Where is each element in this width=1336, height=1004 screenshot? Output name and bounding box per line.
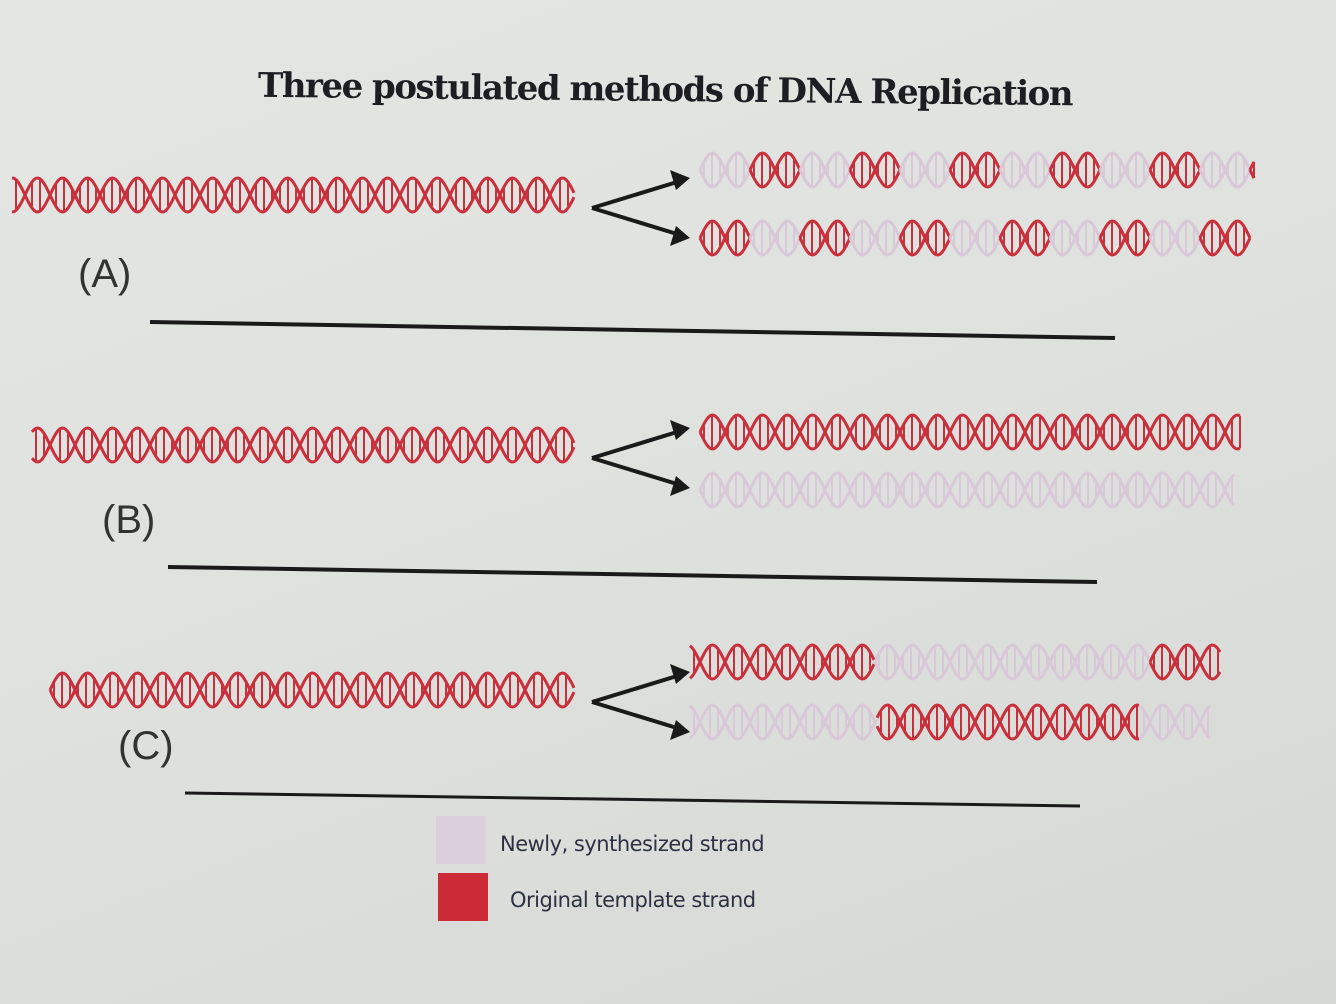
panel-label-c: (C): [118, 724, 174, 768]
parent-helix-c: [48, 671, 576, 709]
helix-backbone: [698, 413, 1241, 451]
helix-backbone: [48, 671, 576, 709]
helix-backbone: [898, 151, 952, 189]
arrow-a-upper: [591, 180, 678, 210]
arrow-c-lower: [591, 700, 678, 730]
legend-label-original-strand: Original template strand: [510, 888, 756, 912]
helix-backbone: [1198, 151, 1252, 189]
helix-backbone: [998, 151, 1052, 189]
arrow-a-lower-head: [670, 226, 690, 246]
daughter-helix-a-bottom: [698, 219, 1252, 257]
helix-backbone: [798, 219, 852, 257]
arrow-a-upper-head: [670, 170, 690, 190]
panel-label-a: (A): [78, 252, 132, 296]
daughter-helix-b-top: [698, 413, 1241, 451]
legend-swatch-original-strand: [438, 873, 488, 921]
helix-backbone: [998, 219, 1052, 257]
helix-backbone: [1048, 151, 1102, 189]
helix-backbone: [698, 151, 752, 189]
helix-backbone: [1048, 219, 1102, 257]
helix-backbone: [11, 176, 576, 214]
arrow-a-lower: [591, 206, 678, 236]
arrow-b-lower-head: [670, 476, 690, 496]
arrow-b-upper: [591, 430, 678, 460]
helix-backbone: [748, 219, 802, 257]
helix-backbone: [873, 643, 1151, 681]
parent-helix-a: [11, 176, 576, 214]
helix-backbone: [1148, 219, 1202, 257]
helix-backbone: [948, 219, 1002, 257]
helix-backbone: [688, 643, 876, 681]
answer-line-b: [167, 565, 1098, 584]
daughter-helix-c-top: [688, 643, 1222, 681]
legend-label-new-strand: Newly, synthesized strand: [500, 832, 765, 856]
helix-backbone: [898, 219, 952, 257]
arrow-c-upper: [591, 674, 678, 704]
panel-label-b: (B): [102, 498, 156, 542]
helix-backbone: [48, 671, 576, 709]
helix-backbone: [848, 151, 902, 189]
parent-helix-b: [30, 426, 576, 464]
helix-backbone: [1198, 219, 1252, 257]
arrow-b-lower: [591, 456, 678, 486]
answer-line-a: [149, 320, 1116, 340]
helix-backbone: [848, 219, 902, 257]
helix-backbone: [948, 151, 1002, 189]
helix-backbone: [748, 151, 802, 189]
helix-backbone: [1098, 219, 1152, 257]
helix-backbone: [873, 643, 1151, 681]
helix-backbone: [688, 703, 878, 741]
helix-backbone: [1098, 151, 1152, 189]
helix-backbone: [798, 151, 852, 189]
legend-swatch-new-strand: [436, 816, 486, 864]
helix-backbone: [688, 643, 876, 681]
arrow-b-upper-head: [670, 420, 690, 440]
helix-backbone: [1138, 703, 1212, 741]
helix-backbone: [11, 176, 576, 214]
answer-line-c: [184, 791, 1081, 808]
helix-backbone: [688, 703, 878, 741]
daughter-helix-c-bottom: [688, 703, 1212, 741]
arrow-c-lower-head: [670, 720, 690, 740]
helix-backbone: [698, 219, 752, 257]
arrow-c-upper-head: [670, 664, 690, 684]
daughter-helix-b-bottom: [698, 471, 1236, 509]
helix-backbone: [1148, 151, 1202, 189]
daughter-helix-a-top: [698, 151, 1256, 189]
